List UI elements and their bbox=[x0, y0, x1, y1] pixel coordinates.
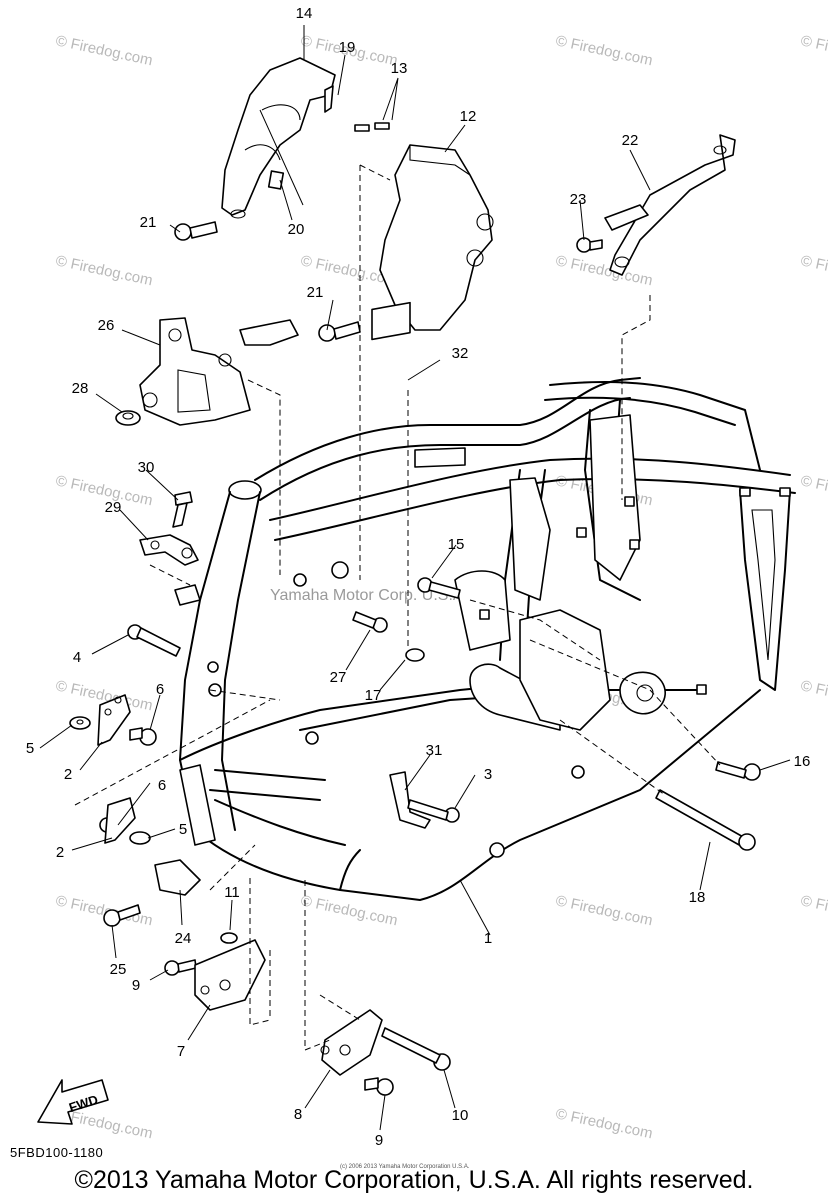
callout-3: 3 bbox=[484, 766, 492, 783]
leader-lines bbox=[39, 25, 791, 1131]
callout-22: 22 bbox=[622, 132, 639, 149]
bolt-part-9-upper bbox=[164, 959, 197, 976]
callout-28: 28 bbox=[72, 380, 89, 397]
callout-2-upper: 2 bbox=[64, 766, 72, 783]
bolt-part-21-lower bbox=[318, 321, 361, 342]
callout-5-upper: 5 bbox=[26, 740, 34, 757]
callout-26: 26 bbox=[98, 317, 115, 334]
callout-8: 8 bbox=[294, 1106, 302, 1123]
bracket-part-7 bbox=[194, 939, 266, 1011]
washer-part-15 bbox=[405, 648, 425, 662]
grommet-part-28 bbox=[115, 410, 141, 426]
callout-labels: 14 19 13 12 21 20 22 23 21 26 32 28 30 2… bbox=[26, 5, 811, 1149]
watermark-text: © Firedog.com bbox=[299, 892, 399, 929]
callout-17: 13 bbox=[391, 60, 408, 77]
callout-9-upper: 9 bbox=[132, 977, 140, 994]
bolt-part-10 bbox=[381, 1027, 451, 1071]
callout-21-lower: 21 bbox=[307, 284, 324, 301]
watermark-text: © Firedog.com bbox=[554, 1105, 654, 1142]
callout-24: 24 bbox=[175, 930, 192, 947]
bolt-part-23 bbox=[576, 237, 603, 253]
callout-7: 7 bbox=[177, 1043, 185, 1060]
callout-9-lower: 9 bbox=[375, 1132, 383, 1149]
watermark-text: © Firedog.com bbox=[54, 252, 154, 289]
callout-16: 12 bbox=[460, 108, 477, 125]
callout-27: 27 bbox=[330, 669, 347, 686]
bolt-part-3 bbox=[407, 799, 460, 823]
bolt-part-4 bbox=[127, 624, 181, 657]
bolt-part-21-upper bbox=[174, 221, 218, 241]
clamp-part-29 bbox=[139, 534, 199, 566]
small-copyright-note: (c) 2006 2013 Yamaha Motor Corporation U… bbox=[340, 1164, 470, 1170]
callout-11: 11 bbox=[224, 884, 240, 901]
bolt-part-13 bbox=[417, 577, 461, 599]
washer-part-11 bbox=[220, 932, 238, 944]
callout-32: 32 bbox=[452, 345, 469, 362]
watermark-text: © Firedog.com bbox=[799, 32, 828, 69]
bolt-part-12 bbox=[715, 761, 761, 781]
washer-part-5-upper bbox=[69, 716, 91, 730]
callout-4: 4 bbox=[73, 649, 81, 666]
watermark-text: © Firedog.com bbox=[799, 892, 828, 929]
bracket-part-8 bbox=[320, 1009, 383, 1076]
bolt-part-30 bbox=[172, 491, 193, 528]
cover-part-16 bbox=[354, 122, 494, 331]
watermark-text: © Firedog.com bbox=[554, 892, 654, 929]
callout-10: 10 bbox=[452, 1107, 469, 1124]
callout-30: 30 bbox=[138, 459, 155, 476]
bracket-part-24 bbox=[154, 859, 201, 896]
callout-14: 18 bbox=[689, 889, 706, 906]
bracket-part-31 bbox=[389, 771, 431, 829]
bolt-part-6-upper bbox=[129, 727, 157, 746]
stay-part-22 bbox=[604, 134, 736, 276]
callout-15: 17 bbox=[365, 687, 382, 704]
callout-6-upper: 6 bbox=[156, 681, 164, 698]
bolt-part-9-lower bbox=[364, 1077, 394, 1096]
callout-18: 14 bbox=[296, 5, 313, 22]
callout-20: 20 bbox=[288, 221, 305, 238]
callout-19: 19 bbox=[339, 39, 356, 56]
watermark-text: © Firedog.com bbox=[799, 252, 828, 289]
callout-25: 25 bbox=[110, 961, 127, 978]
cover-bracket-part-18 bbox=[221, 57, 336, 219]
bracket-part-26 bbox=[139, 317, 299, 426]
callout-13: 15 bbox=[448, 536, 465, 553]
assembly-dashed-lines bbox=[74, 164, 721, 1051]
watermark-text: © Firedog.com bbox=[554, 32, 654, 69]
callout-12: 16 bbox=[794, 753, 811, 770]
watermark-text: © Firedog.com bbox=[799, 677, 828, 714]
catalog-code: 5FBD100-1180 bbox=[10, 1145, 104, 1160]
copyright-footer: ©2013 Yamaha Motor Corporation, U.S.A. A… bbox=[74, 1166, 754, 1194]
callout-21-upper: 21 bbox=[140, 214, 157, 231]
bolt-part-27 bbox=[352, 611, 388, 633]
watermark-text: © Firedog.com bbox=[54, 32, 154, 69]
callout-2-lower: 2 bbox=[56, 844, 64, 861]
callout-1: 1 bbox=[484, 930, 492, 947]
callout-23: 23 bbox=[570, 191, 587, 208]
bracket-part-2-lower bbox=[104, 797, 136, 844]
washer-part-5-lower bbox=[129, 831, 151, 845]
callout-31: 31 bbox=[426, 742, 443, 759]
label-part-32 bbox=[371, 301, 411, 341]
watermark-text: © Firedog.com bbox=[554, 252, 654, 289]
center-watermark: Yamaha Motor Corp. U.S.A. bbox=[270, 587, 468, 604]
bracket-part-2-upper bbox=[97, 694, 131, 746]
callout-29: 29 bbox=[105, 499, 122, 516]
shaft-part-14 bbox=[655, 789, 756, 851]
callout-5-lower: 5 bbox=[179, 821, 187, 838]
callout-6-lower: 6 bbox=[158, 777, 166, 794]
watermark-text: © Firedog.com bbox=[799, 472, 828, 509]
